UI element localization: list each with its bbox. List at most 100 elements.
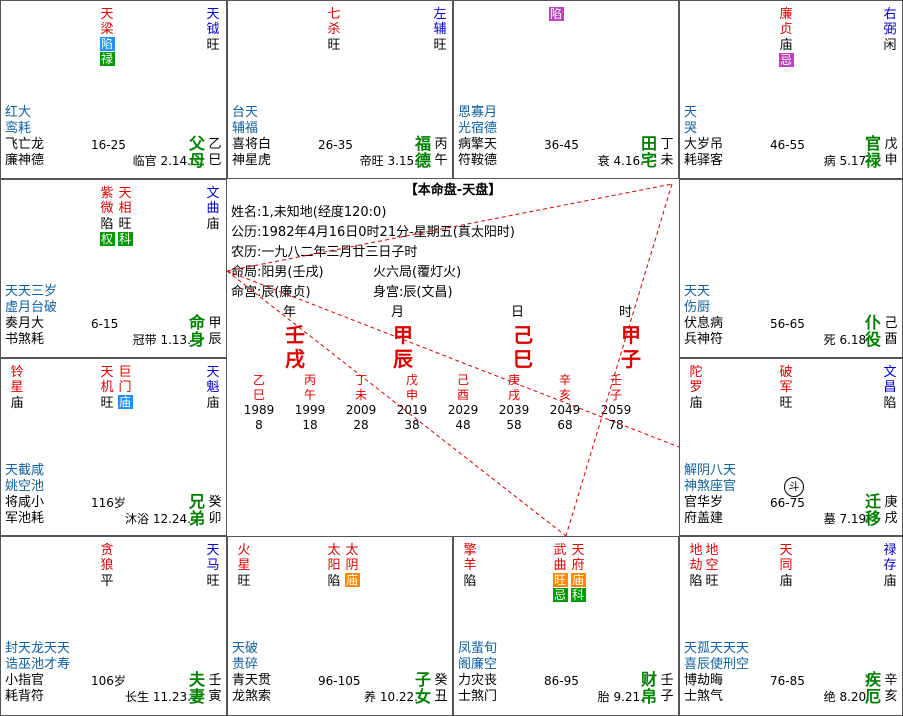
age-range: 66-75 bbox=[770, 496, 805, 510]
dayun-y: 2039 bbox=[498, 403, 530, 417]
star-char: 梁 bbox=[100, 22, 114, 37]
minor-star-row: 诰巫池才寿 bbox=[5, 657, 71, 672]
palace-name: 父母 bbox=[188, 135, 206, 169]
dayun-z: 未 bbox=[354, 388, 367, 402]
palace-name-char: 弟 bbox=[188, 509, 205, 528]
palace-name-char: 命 bbox=[188, 313, 205, 332]
palace-name-char: 役 bbox=[864, 330, 881, 349]
star-9-1: 太阳陷 bbox=[326, 543, 342, 589]
pillar-head: 月 bbox=[391, 305, 405, 320]
minor-star-row: 哭 bbox=[684, 121, 698, 136]
palace-name-char: 移 bbox=[864, 509, 881, 528]
changsheng-date: 长生 11.23. bbox=[125, 690, 191, 704]
palace-name-char: 禄 bbox=[864, 151, 881, 170]
stem-char: 亥 bbox=[884, 689, 898, 704]
gods-list: 力灾丧士煞门 bbox=[458, 673, 497, 705]
age-range: 86-95 bbox=[544, 674, 579, 688]
gods-row: 士煞门 bbox=[458, 689, 498, 704]
palace-stars: 天梁陷禄天钺旺 bbox=[5, 7, 222, 103]
palace-stem-branch: 癸丑 bbox=[433, 673, 449, 705]
dayun-g: 戊 bbox=[405, 373, 418, 387]
stem-char: 未 bbox=[660, 153, 674, 168]
gods-list: 大岁吊耗驿客 bbox=[684, 137, 723, 169]
sihua-badge: 旺 bbox=[552, 573, 568, 587]
star-3-0: 廉贞庙忌 bbox=[778, 7, 794, 68]
pillar-1: 甲辰 bbox=[393, 323, 413, 371]
palace-name: 财帛 bbox=[640, 671, 658, 705]
sihua-badge: 庙 bbox=[117, 395, 133, 409]
gods-row: 兵神符 bbox=[684, 332, 724, 347]
minor-stars: 天截咸姚空池 bbox=[5, 463, 44, 495]
palace-stem-branch: 甲辰 bbox=[207, 316, 223, 348]
star-char: 府 bbox=[571, 558, 585, 573]
dayun-a: 38 bbox=[404, 418, 420, 432]
minor-star-row: 神煞座官 bbox=[684, 479, 737, 494]
name-line: 姓名:1,未知地(经度120:0) bbox=[231, 205, 387, 220]
pillar-3: 甲子 bbox=[621, 323, 641, 371]
pillar-char: 壬 bbox=[285, 323, 305, 347]
stem-char: 壬 bbox=[660, 673, 674, 688]
palace-stem-branch: 庚戌 bbox=[883, 495, 899, 527]
palace-name: 福德 bbox=[414, 135, 432, 169]
palace-name-char: 官 bbox=[864, 134, 881, 153]
stem-char: 午 bbox=[434, 153, 448, 168]
dayun-y: 2059 bbox=[600, 403, 632, 417]
pillar-char: 己 bbox=[513, 323, 533, 347]
palace-name: 仆役 bbox=[864, 314, 882, 348]
star-char: 天 bbox=[571, 543, 585, 558]
shen-gong-line: 身宫:辰(文昌) bbox=[373, 285, 453, 300]
star-6-0: 铃星庙 bbox=[9, 365, 25, 411]
age-range: 106岁 bbox=[91, 674, 126, 688]
palace-stars: 贪狼平天马旺 bbox=[5, 543, 222, 639]
minor-star-row: 贵碎 bbox=[232, 657, 259, 672]
star-brightness: 平 bbox=[100, 574, 114, 589]
wuxing-ju-line: 火六局(覆灯火) bbox=[373, 265, 462, 280]
minor-stars: 天破贵碎 bbox=[232, 641, 258, 673]
star-3-1: 右弼闲 bbox=[882, 7, 898, 53]
palace-name-char: 厄 bbox=[864, 687, 881, 706]
changsheng-date: 绝 8.20. bbox=[823, 690, 870, 704]
star-10-0: 擎羊陷 bbox=[462, 543, 478, 589]
star-char: 地 bbox=[689, 543, 703, 558]
stem-char: 戌 bbox=[884, 511, 898, 526]
palace-stem-branch: 辛亥 bbox=[883, 673, 899, 705]
star-char: 天 bbox=[206, 7, 220, 22]
star-char: 微 bbox=[100, 201, 114, 216]
age-range: 116岁 bbox=[91, 496, 126, 510]
star-char: 天 bbox=[206, 365, 220, 380]
star-char: 紫 bbox=[100, 186, 114, 201]
minor-star-row: 天天 bbox=[684, 284, 711, 299]
palace-name-char: 田 bbox=[640, 134, 657, 153]
star-char: 星 bbox=[10, 380, 24, 395]
minor-stars: 解阴八天神煞座官 bbox=[684, 463, 736, 495]
palace-name-char: 财 bbox=[640, 670, 657, 689]
palace-stem-branch: 壬寅 bbox=[207, 673, 223, 705]
stem-char: 酉 bbox=[884, 332, 898, 347]
star-char: 铃 bbox=[10, 365, 24, 380]
stem-char: 丑 bbox=[434, 689, 448, 704]
palace-stars: 廉贞庙忌 右弼闲 bbox=[684, 7, 898, 103]
star-brightness: 旺 bbox=[779, 396, 793, 411]
palace-stars bbox=[684, 186, 898, 282]
star-8-1: 天马旺 bbox=[205, 543, 221, 589]
palace-name-char: 迁 bbox=[864, 492, 881, 511]
star-char: 钺 bbox=[206, 22, 220, 37]
gods-row: 喜将白 bbox=[232, 137, 272, 152]
stem-char: 卯 bbox=[208, 511, 222, 526]
star-char: 禄 bbox=[883, 543, 897, 558]
gods-list: 奏月大书煞耗 bbox=[5, 316, 44, 348]
star-char: 星 bbox=[237, 558, 251, 573]
star-brightness: 庙 bbox=[779, 38, 793, 53]
star-char: 擎 bbox=[463, 543, 477, 558]
age-range: 96-105 bbox=[318, 674, 361, 688]
gods-row: 龙煞索 bbox=[232, 689, 272, 704]
gods-row: 符鞍德 bbox=[458, 153, 498, 168]
star-char: 天 bbox=[118, 186, 132, 201]
star-char: 羊 bbox=[463, 558, 477, 573]
star-11-2: 天同庙 bbox=[778, 543, 794, 589]
